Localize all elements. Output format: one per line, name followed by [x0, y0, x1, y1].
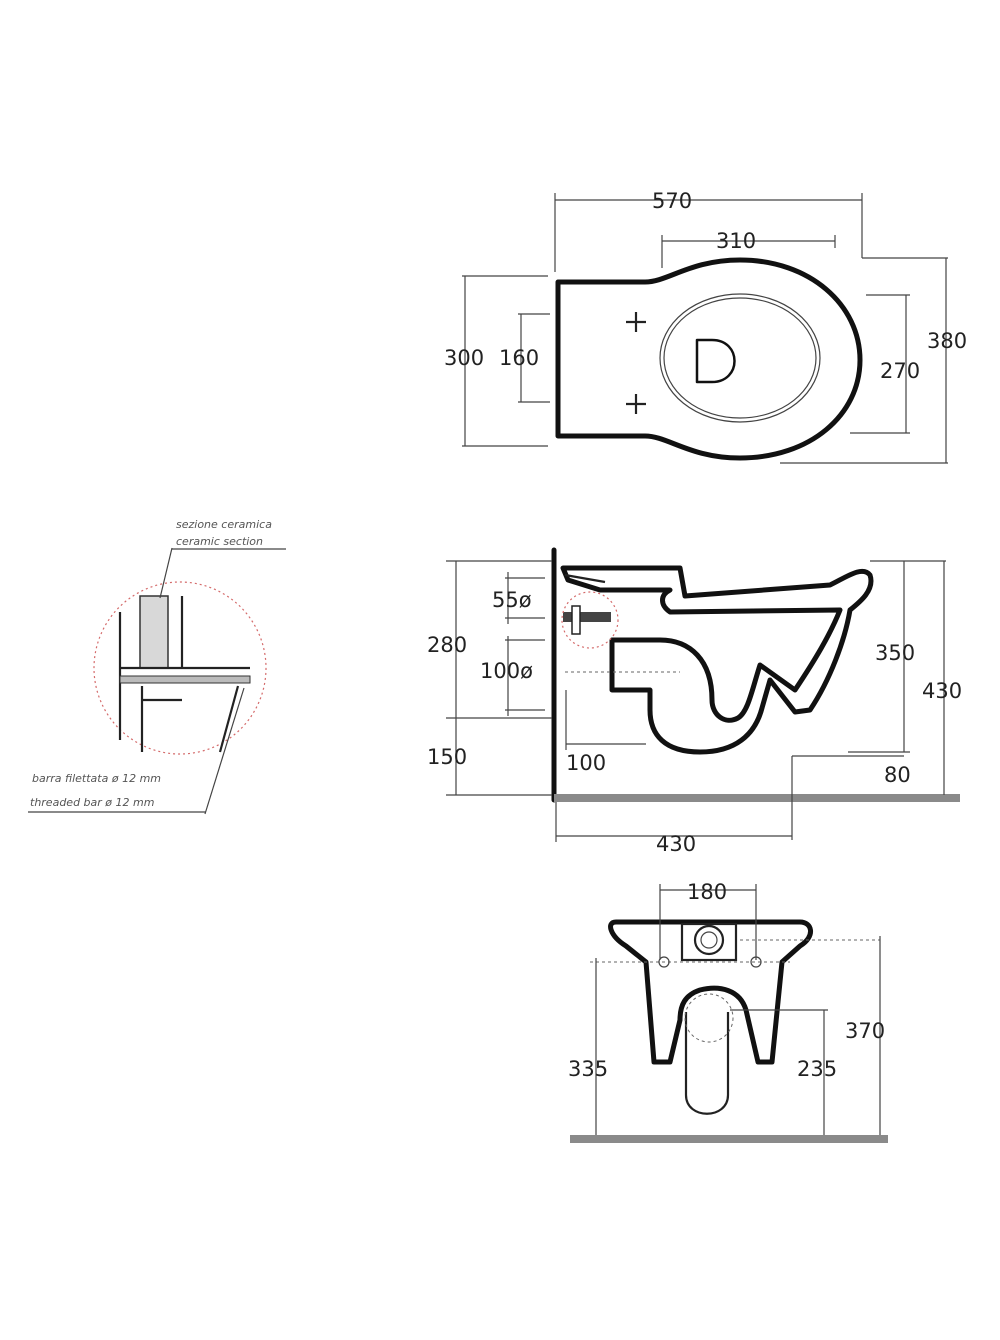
dim-300: 300: [444, 346, 484, 370]
dim-310: 310: [716, 229, 756, 253]
label-bar-en: threaded bar ø 12 mm: [30, 796, 154, 809]
fixing-hole-icon: [626, 394, 646, 414]
side-view: 280 55ø 100ø 150 100 350 430 80 430: [427, 547, 962, 856]
side-view-outline: [560, 565, 874, 755]
dim-570: 570: [652, 189, 692, 213]
dim-350: 350: [875, 641, 915, 665]
dim-335: 335: [568, 1057, 608, 1081]
dim-370: 370: [845, 1019, 885, 1043]
dim-270: 270: [880, 359, 920, 383]
fixing-hole-icon: [626, 312, 646, 332]
dim-outlet: 100ø: [480, 659, 533, 683]
dim-180: 180: [687, 880, 727, 904]
top-view-outline: [555, 257, 863, 461]
label-section-it: sezione ceramica: [176, 518, 272, 531]
dim-430-projection: 430: [656, 832, 696, 856]
dim-430-height: 430: [922, 679, 962, 703]
label-bar-it: barra filettata ø 12 mm: [32, 772, 161, 785]
dim-80: 80: [884, 763, 911, 787]
dim-inlet: 55ø: [492, 588, 532, 612]
dim-160: 160: [499, 346, 539, 370]
label-section-en: ceramic section: [176, 535, 263, 548]
dim-280: 280: [427, 633, 467, 657]
fixing-detail: sezione ceramica ceramic section barra f…: [28, 518, 286, 815]
dim-235: 235: [797, 1057, 837, 1081]
top-view: 570 310 300 160 380 270: [444, 189, 967, 464]
front-view-outline: [608, 919, 813, 1065]
dim-380: 380: [927, 329, 967, 353]
dim-150: 150: [427, 745, 467, 769]
dim-100: 100: [566, 751, 606, 775]
front-view: 180 335 235 370: [568, 880, 888, 1143]
